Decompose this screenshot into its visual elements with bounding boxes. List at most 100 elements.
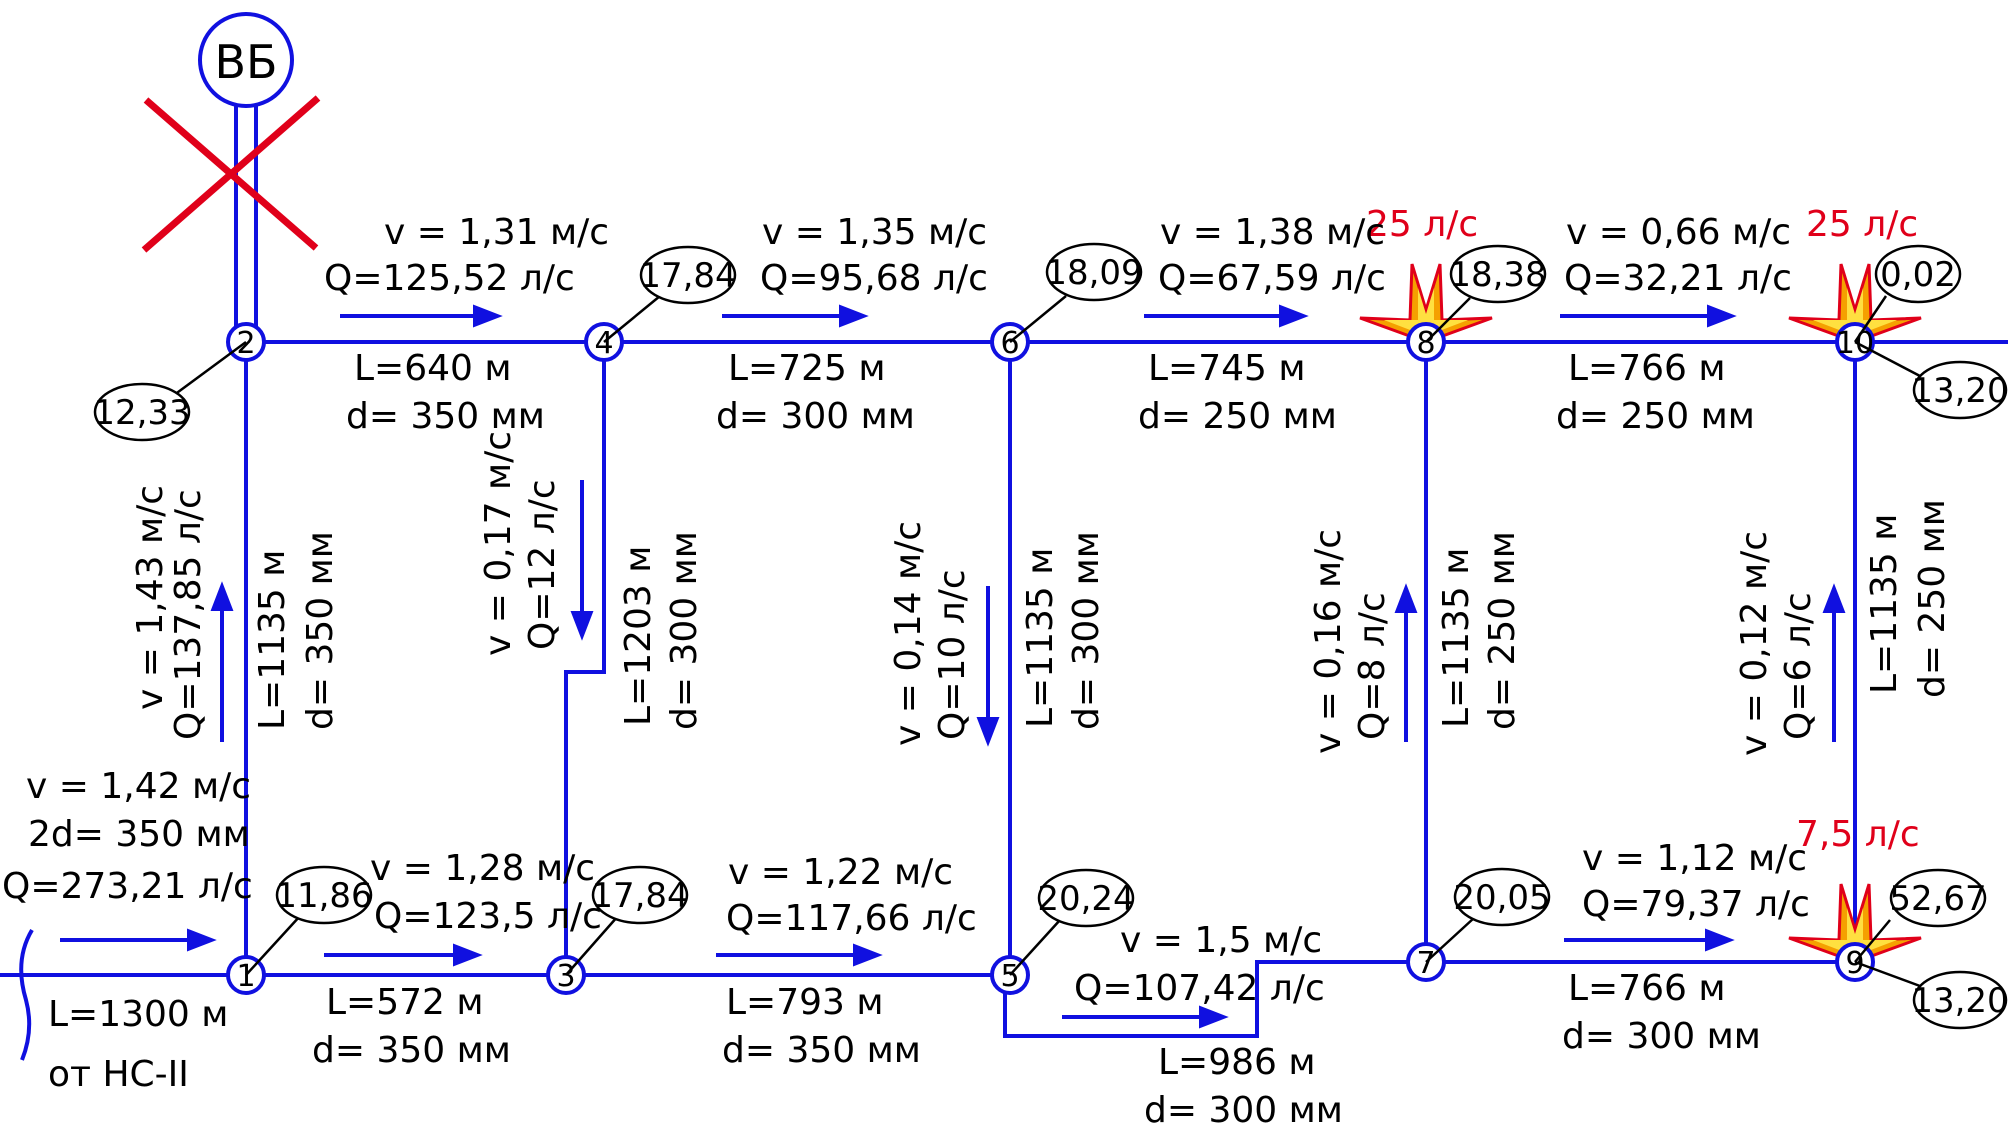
pipe-2-4-velocity: v = 1,31 м/с <box>384 212 609 253</box>
node-9-value-bottom-bubble <box>1912 970 2008 1030</box>
arrow-4-3-head <box>570 611 594 641</box>
node-9-value-top: 52,67 <box>1889 879 1986 919</box>
pipe-4-3-velocity: v = 0,17 м/с <box>478 431 519 656</box>
pipe-5-7-diameter: d= 300 мм <box>1144 1090 1343 1131</box>
node-4: 4 <box>584 322 624 362</box>
node-values: 12,33 17,84 18,09 18,38 0,02 13,20 11,86… <box>93 242 2008 1030</box>
node-5-value: 20,24 <box>1037 879 1134 919</box>
svg-text:6: 6 <box>1000 326 1019 361</box>
fire-flow-8: 25 л/с <box>1366 204 1478 245</box>
pipe-9-10-length: L=1135 м <box>1864 514 1905 694</box>
fire-flow-9: 7,5 л/с <box>1796 814 1920 855</box>
pipe-6-8-length: L=745 м <box>1148 348 1306 389</box>
fire-flow-10: 25 л/с <box>1806 204 1918 245</box>
node-4-value: 17,84 <box>639 256 736 296</box>
arrow-1-3-head <box>453 943 483 967</box>
pipe-8-10-diameter: d= 250 мм <box>1556 396 1755 437</box>
node-6-value: 18,09 <box>1045 253 1142 293</box>
inflow-flow: Q=273,21 л/с <box>2 866 253 907</box>
node-8-value-bubble <box>1449 244 1547 304</box>
node-1-value-bubble <box>275 865 373 925</box>
node-4-value-bubble <box>639 245 737 305</box>
pipe-7-9-diameter: d= 300 мм <box>1562 1016 1761 1057</box>
inflow-labels: v = 1,42 м/с 2d= 350 мм Q=273,21 л/с L=1… <box>2 766 253 1095</box>
pipe-1-2-diameter: d= 350 мм <box>300 531 341 730</box>
arrow-5-7-head <box>1199 1005 1229 1029</box>
pipe-8-10-length: L=766 м <box>1568 348 1726 389</box>
pipe-4-6-length: L=725 м <box>728 348 886 389</box>
svg-text:4: 4 <box>594 326 613 361</box>
pipe-7-8-diameter: d= 250 мм <box>1482 531 1523 730</box>
pipe-3-5-flow: Q=117,66 л/с <box>726 898 977 939</box>
pipe-4-3-length: L=1203 м <box>618 546 659 726</box>
pipe-3-5-length: L=793 м <box>726 982 884 1023</box>
node-7-value: 20,05 <box>1453 878 1550 918</box>
pipe-9-10-diameter: d= 250 мм <box>1912 499 1953 698</box>
bottom-main-pipe-east <box>1003 960 1855 1038</box>
arrow-4-6-head <box>839 304 869 328</box>
node-6-value-bubble <box>1045 242 1143 302</box>
cross-mark-line-b <box>141 95 321 253</box>
flow-arrows <box>60 304 1846 1029</box>
svg-text:10: 10 <box>1836 326 1874 361</box>
pipe-1-3-velocity: v = 1,28 м/с <box>370 848 595 889</box>
pipe-4-3-diameter: d= 300 мм <box>664 531 705 730</box>
pipe-2-4-length: L=640 м <box>354 348 512 389</box>
fire-flow-labels: 25 л/с 25 л/с 7,5 л/с <box>1366 204 1920 855</box>
svg-text:5: 5 <box>1000 959 1019 994</box>
fire-icon-8 <box>1359 263 1493 344</box>
pipe-5-7-length: L=986 м <box>1158 1042 1316 1083</box>
arrow-3-5-head <box>853 943 883 967</box>
pipe-1-2-velocity: v = 1,43 м/с <box>130 485 171 710</box>
node-3-value: 17,84 <box>591 876 688 916</box>
node-10-value-top-bubble <box>1874 244 1962 304</box>
pipe-7-8-length: L=1135 м <box>1436 548 1477 728</box>
pipe-6-5-flow: Q=10 л/с <box>932 569 973 740</box>
node-2-value-bubble <box>93 382 191 442</box>
node-10-value-bottom: 13,20 <box>1911 371 2008 411</box>
pipe-3-5-velocity: v = 1,22 м/с <box>728 852 953 893</box>
pipe-6-5-diameter: d= 300 мм <box>1066 531 1107 730</box>
pipe-1-2-length: L=1135 м <box>252 550 293 730</box>
water-tower-circle <box>198 12 294 108</box>
node-8-value: 18,38 <box>1449 255 1546 295</box>
fire-icon-10 <box>1788 263 1922 344</box>
node-1-value: 11,86 <box>275 876 372 916</box>
svg-text:1: 1 <box>236 959 255 994</box>
pipe-2-4-flow: Q=125,52 л/с <box>324 258 575 299</box>
pipe-6-8-velocity: v = 1,38 м/с <box>1160 212 1385 253</box>
pipe-6-5-velocity: v = 0,14 м/с <box>888 521 929 746</box>
bottom-pipe-labels: v = 1,28 м/с Q=123,5 л/с L=572 м d= 350 … <box>312 838 1810 1131</box>
inflow-diameter: 2d= 350 мм <box>28 814 250 855</box>
arrow-9-10-head <box>1822 583 1846 613</box>
node-10: 10 <box>1835 322 1875 362</box>
pipe-4-6-flow: Q=95,68 л/с <box>760 258 988 299</box>
node-9-value-top-bubble <box>1889 868 1987 928</box>
pipe-5-7-flow: Q=107,42 л/с <box>1074 968 1325 1009</box>
node-9-value-bottom: 13,20 <box>1911 981 2008 1021</box>
source-length: L=1300 м <box>48 994 228 1035</box>
pipe-8-10-flow: Q=32,21 л/с <box>1564 258 1792 299</box>
node-10-value-bottom-bubble <box>1912 360 2008 420</box>
pipe-lines <box>0 340 2008 1061</box>
pipe-1-3-length: L=572 м <box>326 982 484 1023</box>
fire-icon-9 <box>1788 883 1922 964</box>
pipe-9-10-velocity: v = 0,12 м/с <box>1734 531 1775 756</box>
arrow-2-4-head <box>473 304 503 328</box>
pipe-7-9-flow: Q=79,37 л/с <box>1582 884 1810 925</box>
pipe-1-2-flow: Q=137,85 л/с <box>168 489 209 740</box>
source-label: от НС-II <box>48 1054 189 1095</box>
water-tower: ВБ <box>141 12 321 330</box>
pipe-7-8-flow: Q=8 л/с <box>1352 592 1393 740</box>
node-6: 6 <box>990 322 1030 362</box>
arrow-1-2-head <box>210 581 234 611</box>
node-2-value: 12,33 <box>93 393 190 433</box>
arrow-7-8-head <box>1394 583 1418 613</box>
water-tower-label: ВБ <box>214 35 277 89</box>
pipe-6-8-diameter: d= 250 мм <box>1138 396 1337 437</box>
pipe-7-8-velocity: v = 0,16 м/с <box>1308 529 1349 754</box>
pipe-6-8-flow: Q=67,59 л/с <box>1158 258 1386 299</box>
arrow-8-10-head <box>1707 304 1737 328</box>
top-pipe-labels: v = 1,31 м/с Q=125,52 л/с L=640 м d= 350… <box>324 212 1792 437</box>
pipe-6-5-length: L=1135 м <box>1020 548 1061 728</box>
